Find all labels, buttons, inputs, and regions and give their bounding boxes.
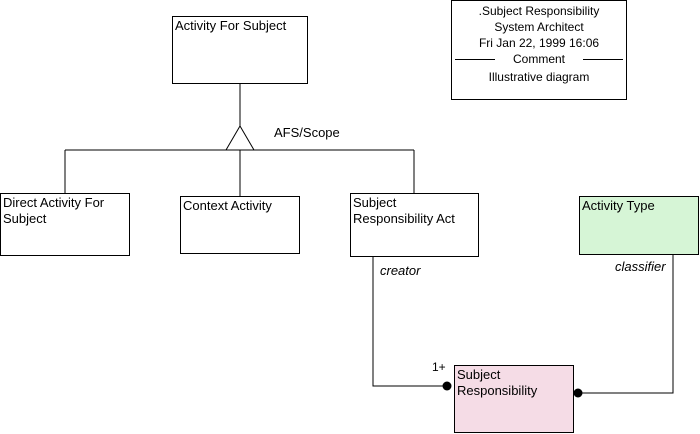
class-context-activity-name: Context Activity [183,198,272,213]
note-title: .Subject Responsibility [478,4,600,18]
creator-association-line [372,256,447,387]
note-author: System Architect [494,20,584,34]
note-comment-separator: Comment [452,51,626,67]
classifier-association-line [578,254,674,394]
generalization-label: AFS/Scope [274,125,340,140]
note-date: Fri Jan 22, 1999 16:06 [478,36,600,50]
class-subject-responsibility-act-name: Subject Responsibility Act [353,195,455,226]
class-subject-responsibility-name: Subject Responsibility [457,367,538,398]
class-activity-type[interactable]: Activity Type [579,196,699,255]
class-activity-type-name: Activity Type [582,198,655,213]
class-direct-activity-for-subject-name: Direct Activity For Subject [3,195,105,226]
note-comment-label: Comment [512,52,565,66]
creator-association-end [442,381,452,391]
class-context-activity[interactable]: Context Activity [180,196,300,254]
class-activity-for-subject-name: Activity For Subject [175,18,287,33]
class-activity-for-subject[interactable]: Activity For Subject [172,16,308,84]
role-creator: creator [380,263,421,278]
classifier-association-end [573,388,583,398]
diagram-note[interactable]: .Subject Responsibility System Architect… [451,0,627,100]
class-direct-activity-for-subject[interactable]: Direct Activity For Subject [0,193,130,256]
note-comment-text: Illustrative diagram [488,70,590,84]
class-subject-responsibility-act[interactable]: Subject Responsibility Act [350,193,479,257]
multiplicity-label: 1+ [432,360,446,374]
role-classifier: classifier [615,259,666,274]
class-subject-responsibility[interactable]: Subject Responsibility [454,365,574,433]
generalization-triangle [225,125,255,151]
